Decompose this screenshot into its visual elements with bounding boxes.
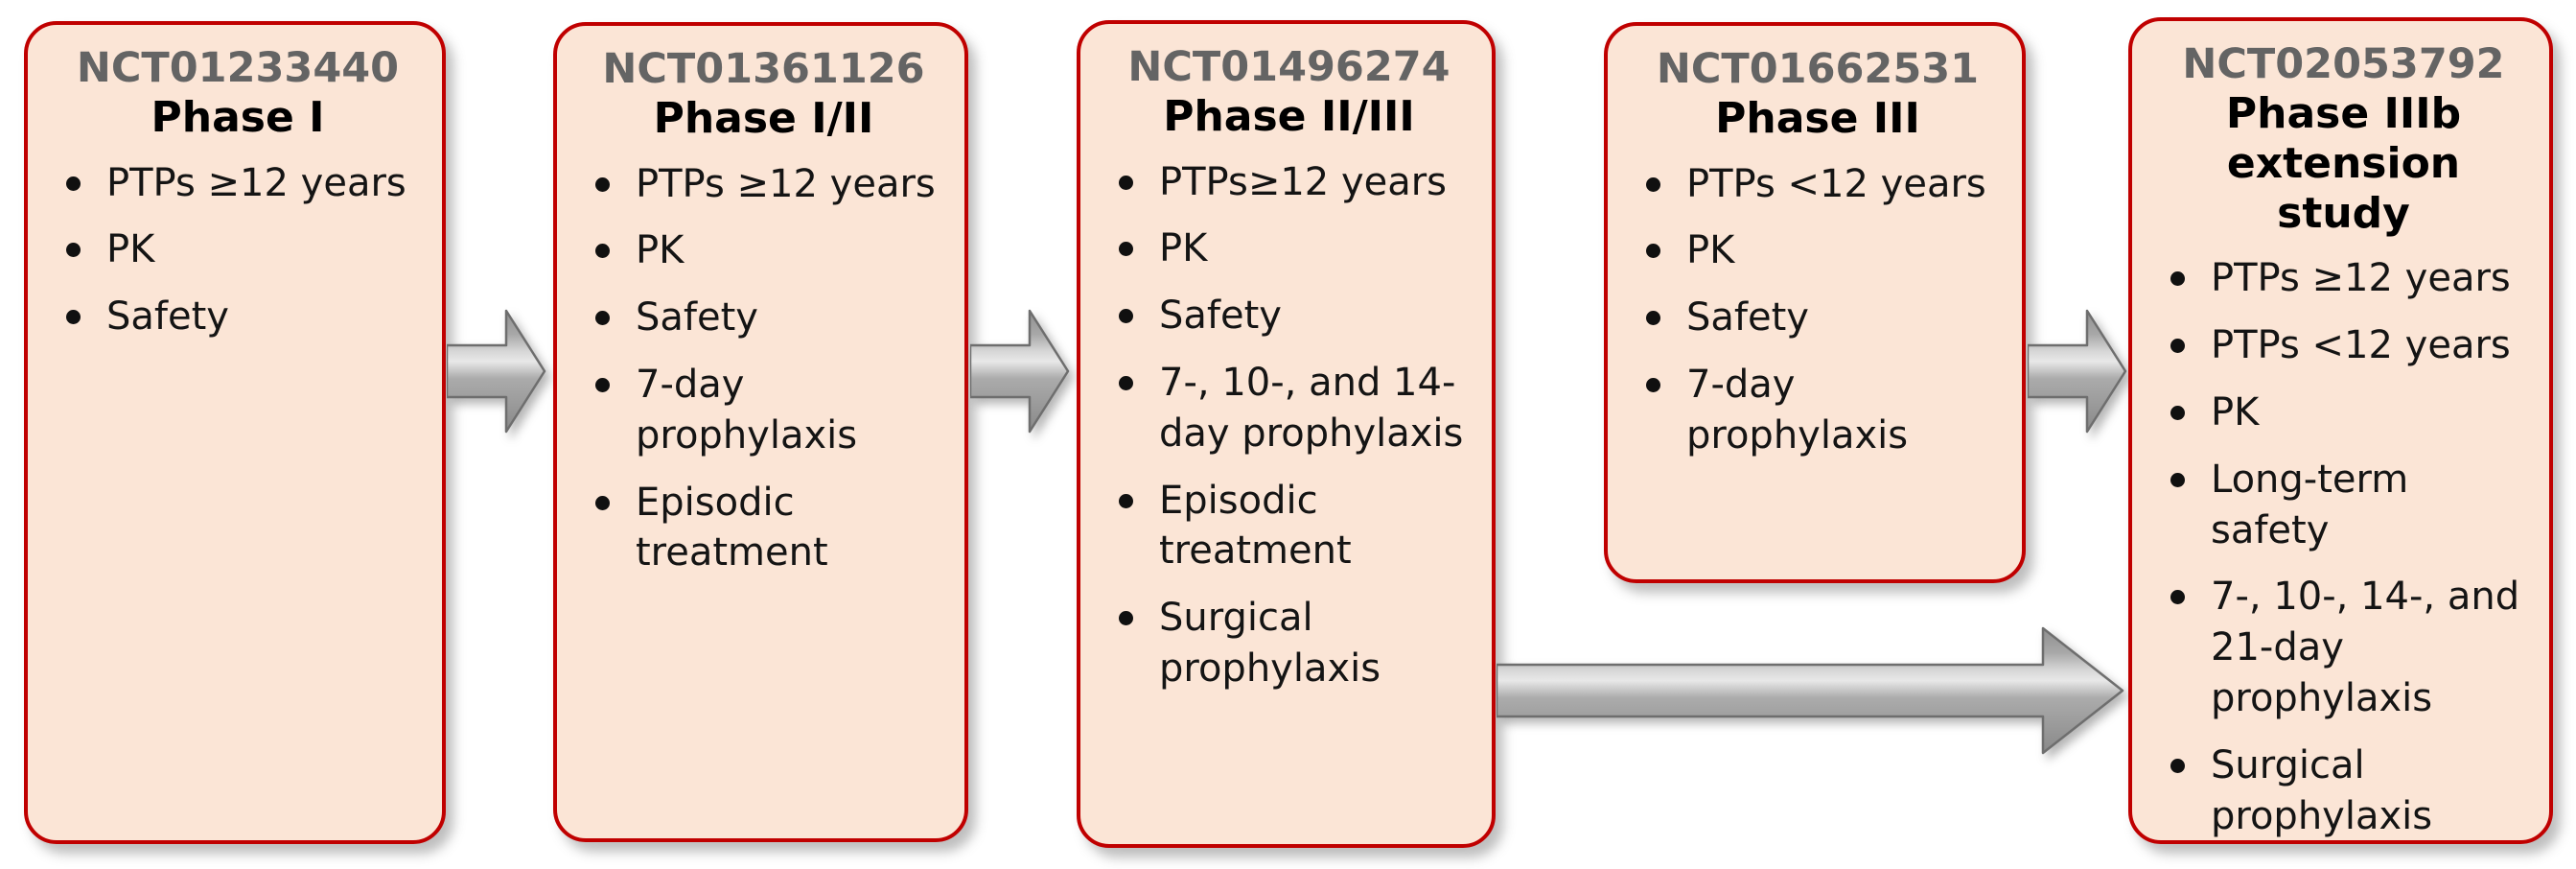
bullet-item: PTPs ≥12 years <box>2167 253 2532 304</box>
bullet-list: PTPs ≥12 years PTPs <12 years PK Long-te… <box>2155 253 2532 841</box>
bullet-list: PTPs≥12 years PK Safety 7-, 10-, and 14-… <box>1103 157 1474 694</box>
bullet-item: Surgical prophylaxis <box>1115 593 1474 694</box>
flow-arrow-icon <box>2028 305 2127 437</box>
bullet-item: Surgical prophylaxis <box>2167 740 2532 842</box>
bullet-item: PTPs ≥12 years <box>592 159 947 210</box>
box-header: NCT01662531 Phase III <box>1631 45 2005 144</box>
bullet-item: Episodic treatment <box>1115 476 1474 577</box>
trial-box-phase-1-2: NCT01361126 Phase I/II PTPs ≥12 years PK… <box>553 22 968 842</box>
bullet-item: Safety <box>62 292 425 342</box>
bullet-item: PTPs <12 years <box>1642 159 2005 210</box>
trial-box-phase-1: NCT01233440 Phase I PTPs ≥12 years PK Sa… <box>24 21 446 844</box>
nct-id: NCT02053792 <box>2182 40 2505 88</box>
nct-id: NCT01233440 <box>76 44 400 92</box>
bullet-item: PK <box>2167 388 2532 438</box>
bullet-item: PTPs≥12 years <box>1115 157 1474 208</box>
trial-box-phase-3: NCT01662531 Phase III PTPs <12 years PK … <box>1604 22 2026 583</box>
nct-id: NCT01662531 <box>1656 45 1980 93</box>
flow-arrow-icon <box>447 305 546 437</box>
bullet-list: PTPs ≥12 years PK Safety 7-day prophylax… <box>580 159 947 579</box>
trial-box-phase-2-3: NCT01496274 Phase II/III PTPs≥12 years P… <box>1077 20 1496 848</box>
bullet-item: 7-, 10-, 14-, and 21-day prophylaxis <box>2167 572 2532 723</box>
box-header: NCT01361126 Phase I/II <box>580 45 947 144</box>
bullet-item: Safety <box>1115 291 1474 341</box>
bullet-item: 7-day prophylaxis <box>1642 360 2005 461</box>
phase-title: Phase I <box>151 92 325 142</box>
bullet-item: PK <box>1642 225 2005 276</box>
bullet-item: 7-day prophylaxis <box>592 360 947 461</box>
bullet-item: 7-, 10-, and 14-day prophylaxis <box>1115 358 1474 459</box>
box-header: NCT02053792 Phase IIIb extension study <box>2155 40 2532 238</box>
bullet-item: PTPs ≥12 years <box>62 158 425 209</box>
nct-id: NCT01361126 <box>602 45 925 93</box>
bullet-item: PTPs <12 years <box>2167 320 2532 371</box>
phase-title: Phase III <box>1715 93 1920 143</box>
bullet-list: PTPs <12 years PK Safety 7-day prophylax… <box>1631 159 2005 461</box>
phase-title: Phase IIIb extension study <box>2225 88 2462 238</box>
flow-arrow-long-icon <box>1497 622 2124 760</box>
flow-arrow-icon <box>970 305 1070 437</box>
bullet-item: Safety <box>592 293 947 343</box>
trial-box-phase-3b-extension: NCT02053792 Phase IIIb extension study P… <box>2128 17 2553 844</box>
bullet-list: PTPs ≥12 years PK Safety <box>51 158 425 342</box>
box-header: NCT01496274 Phase II/III <box>1103 43 1474 142</box>
bullet-item: Safety <box>1642 293 2005 343</box>
nct-id: NCT01496274 <box>1127 43 1450 91</box>
bullet-item: Long-term safety <box>2167 455 2532 556</box>
phase-title: Phase II/III <box>1163 91 1415 141</box>
bullet-item: PK <box>62 224 425 275</box>
bullet-item: Episodic treatment <box>592 478 947 579</box>
phase-title: Phase I/II <box>653 93 874 143</box>
bullet-item: PK <box>592 225 947 276</box>
bullet-item: PK <box>1115 223 1474 274</box>
box-header: NCT01233440 Phase I <box>51 44 425 143</box>
